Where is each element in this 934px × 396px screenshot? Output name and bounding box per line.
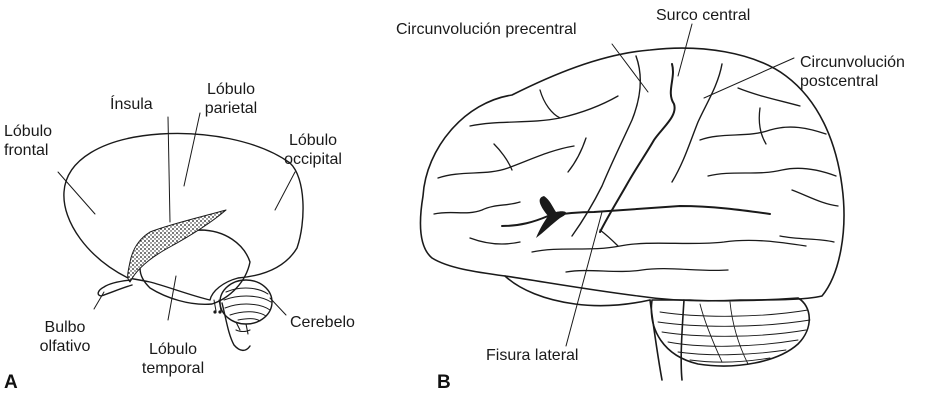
label-precentral-gyrus: Circunvolución precentral [396,20,577,39]
label-parietal-lobe-line2: parietal [186,99,276,118]
label-central-sulcus: Surco central [656,6,750,25]
panel-a-insula [128,210,226,282]
panel-a-drawing [58,113,303,350]
label-temporal-lobe-line1: Lóbulo [130,340,216,359]
label-frontal-lobe: Lóbulo frontal [4,122,52,160]
label-parietal-lobe-line1: Lóbulo [186,80,276,99]
panel-letter-b: B [437,372,451,394]
panel-a-cerebellum [220,280,272,324]
panel-b-drawing [420,24,844,380]
label-frontal-lobe-line2: frontal [4,141,52,160]
label-olfactory-bulb: Bulbo olfativo [26,318,104,356]
label-temporal-lobe-line2: temporal [130,359,216,378]
label-postcentral-gyrus-line1: Circunvolución [800,53,905,72]
label-parietal-lobe: Lóbulo parietal [186,80,276,118]
label-lateral-fissure: Fisura lateral [486,346,578,365]
panel-b-temporal-lobe [505,276,650,306]
label-postcentral-gyrus-line2: postcentral [800,72,905,91]
label-occipital-lobe-line1: Lóbulo [268,131,358,150]
label-occipital-lobe: Lóbulo occipital [268,131,358,169]
label-frontal-lobe-line1: Lóbulo [4,122,52,141]
label-olfactory-bulb-line1: Bulbo [26,318,104,337]
label-occipital-lobe-line2: occipital [268,150,358,169]
panel-letter-a: A [4,372,18,394]
label-postcentral-gyrus: Circunvolución postcentral [800,53,905,91]
panel-b-lateral-fissure [502,206,770,226]
label-insula: Ínsula [110,95,153,114]
panel-b-brainstem [650,300,684,380]
label-temporal-lobe: Lóbulo temporal [130,340,216,378]
panel-a-brainstem [222,303,250,350]
label-cerebellum: Cerebelo [290,313,355,332]
label-olfactory-bulb-line2: olfativo [26,337,104,356]
